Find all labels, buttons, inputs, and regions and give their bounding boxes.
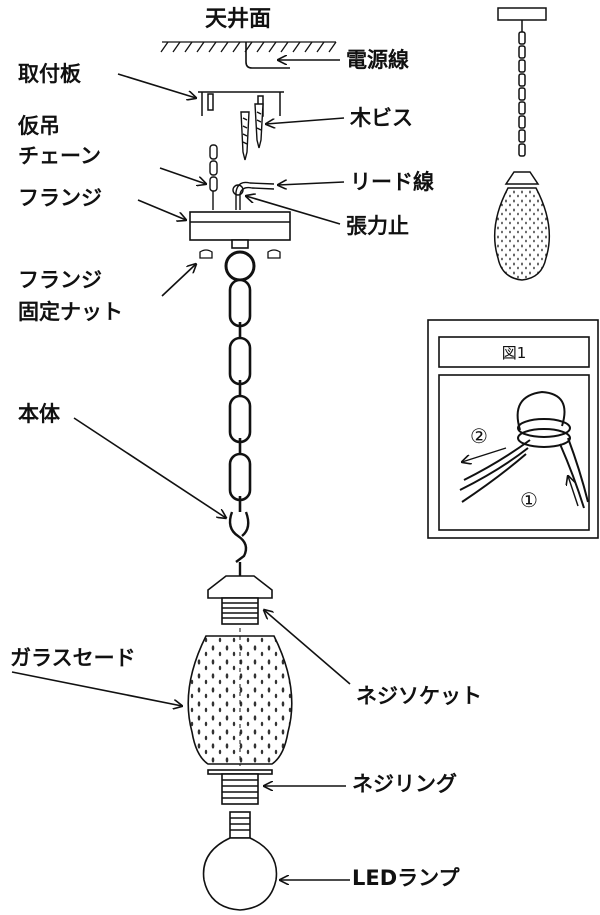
label-temp-chain-1: 仮吊 [18, 114, 60, 138]
wood-screws [240, 103, 264, 161]
label-screw-ring: ネジリング [352, 772, 457, 796]
main-chain [228, 278, 252, 512]
flange-arrow [137, 199, 186, 220]
body-hook [228, 511, 250, 576]
label-flange: フランジ [18, 186, 102, 210]
label-lead-wire: リード線 [350, 170, 434, 194]
finished-lamp-thumbnail [493, 7, 551, 281]
lead-wire [232, 181, 275, 210]
temporary-chain [209, 144, 218, 210]
label-strain-stop: 張力止 [346, 214, 409, 238]
mount-plate-arrow [117, 73, 196, 98]
label-led-lamp: LEDランプ [352, 866, 460, 890]
screw-socket-arrow [264, 610, 351, 685]
led-lamp [202, 811, 278, 911]
label-power-wire: 電源線 [346, 48, 409, 72]
figure-1-step-2: ② [470, 424, 488, 448]
ceiling-surface [160, 41, 337, 53]
figure-1-title: 図1 [501, 343, 527, 362]
step-1-arrow [568, 476, 579, 507]
figure-1-box [427, 319, 599, 539]
screw-ring [207, 769, 273, 805]
label-ceiling: 天井面 [205, 7, 272, 32]
body-arrow [73, 417, 226, 518]
lead-wire-arrow [278, 182, 345, 185]
label-body: 本体 [18, 402, 60, 426]
flange-nut-arrow [161, 264, 196, 297]
screw-socket [207, 575, 273, 625]
label-mount-plate: 取付板 [18, 62, 81, 86]
figure-1-step-1: ① [520, 488, 538, 512]
flange [189, 211, 291, 249]
label-glass-shade: ガラスセード [10, 646, 136, 670]
label-flange-nut-2: 固定ナット [18, 300, 123, 324]
power-wire [245, 42, 290, 69]
label-flange-nut-1: フランジ [18, 268, 102, 292]
ceiling-ring-hook [224, 250, 256, 282]
label-temp-chain-2: チェーン [18, 144, 101, 168]
strain-stop-arrow [246, 196, 341, 225]
label-screw-socket: ネジソケット [356, 684, 482, 708]
temp-chain-arrow [159, 167, 206, 184]
flange-nuts [199, 249, 281, 259]
step-2-arrow [462, 447, 507, 462]
glass-shade-arrow [11, 671, 182, 706]
label-wood-screw: 木ビス [350, 106, 413, 130]
wood-screw-arrow [266, 117, 345, 124]
